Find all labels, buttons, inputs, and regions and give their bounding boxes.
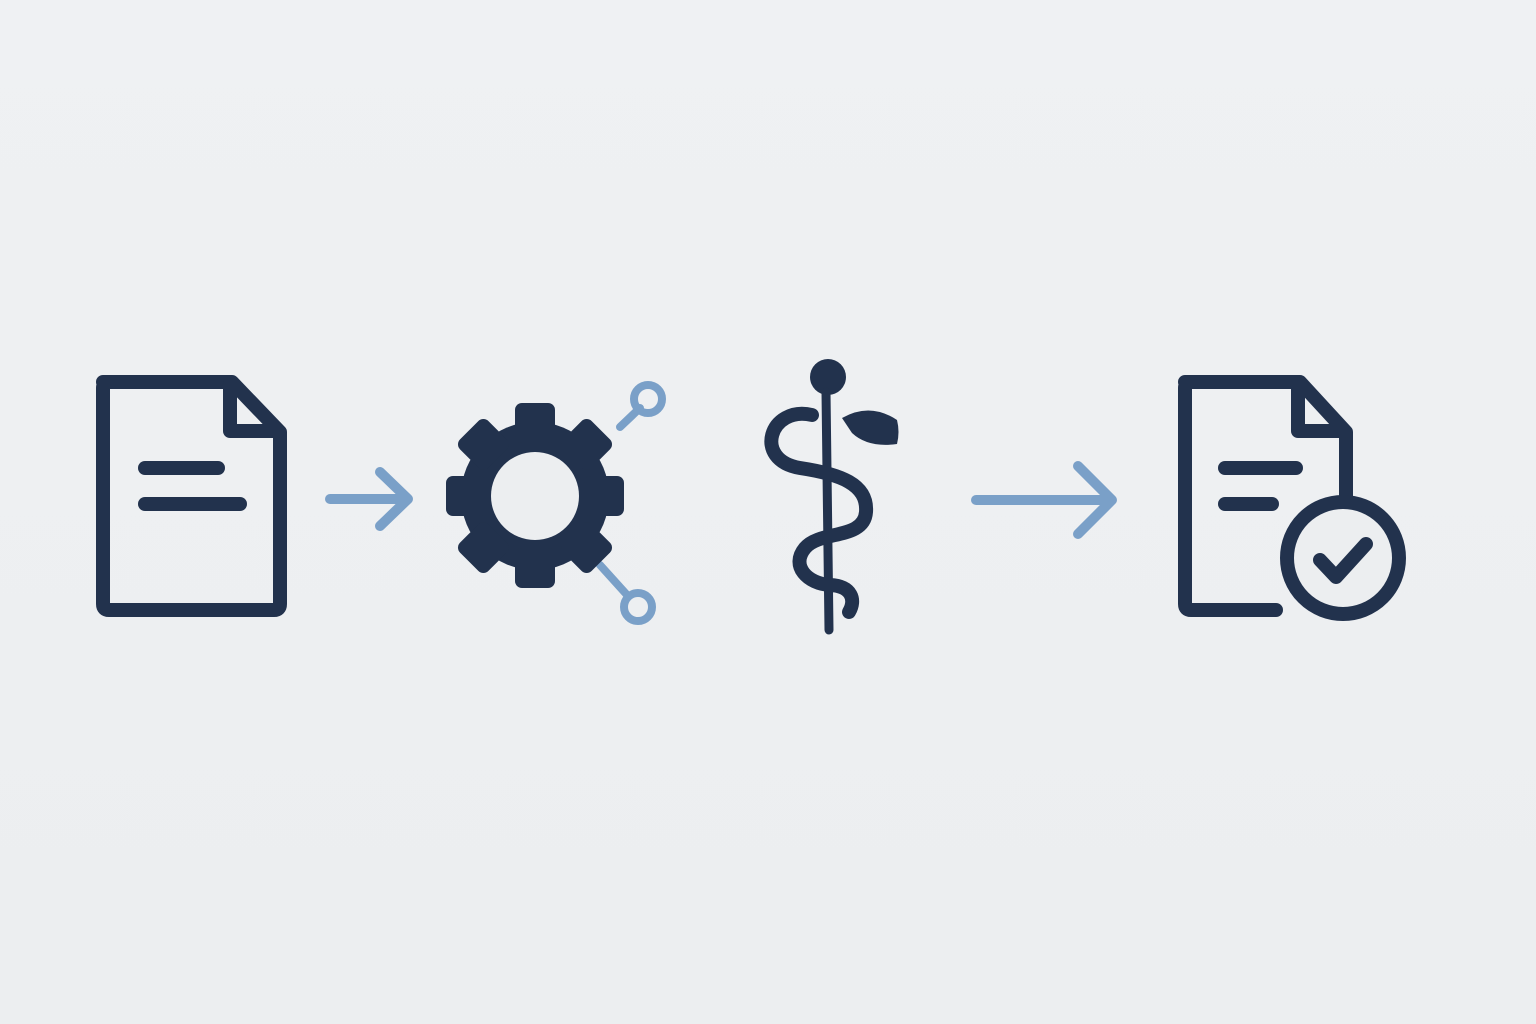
arrow-right-icon xyxy=(325,467,413,531)
document-check-icon xyxy=(1178,375,1406,621)
gear-shape xyxy=(446,403,624,588)
gear-network-icon xyxy=(446,381,666,625)
gear-hole xyxy=(491,452,579,540)
check-badge xyxy=(1280,495,1406,621)
arrow-right-icon xyxy=(971,461,1117,539)
checkmark-icon xyxy=(1313,537,1373,584)
network-nodes xyxy=(596,381,666,625)
rod-of-asclepius-icon xyxy=(764,359,899,635)
document-icon xyxy=(96,375,287,617)
